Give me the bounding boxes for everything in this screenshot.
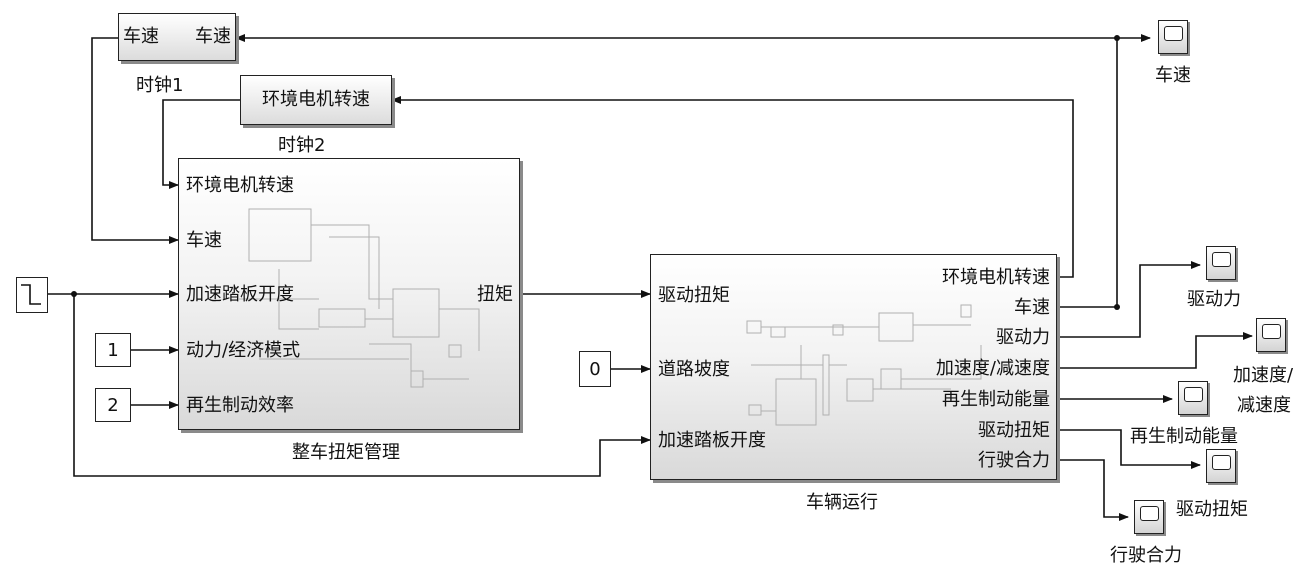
scope-speed[interactable] (1158, 20, 1188, 54)
port-torque-out: 扭矩 (477, 284, 513, 305)
scope-regen-label: 再生制动能量 (1130, 426, 1238, 447)
constant-efficiency-value: 2 (107, 394, 119, 416)
scope-resultant-force-label: 行驶合力 (1110, 545, 1182, 566)
port-drive-torque-in: 驱动扭矩 (658, 285, 730, 306)
port-accel-pedal: 加速踏板开度 (186, 284, 294, 305)
port-power-economy-mode: 动力/经济模式 (186, 340, 301, 361)
clock2-block[interactable]: 环境电机转速 (240, 75, 392, 125)
scope-drive-torque-label: 驱动扭矩 (1176, 499, 1248, 520)
torque-management-subsystem[interactable]: 环境电机转速 车速 加速踏板开度 动力/经济模式 再生制动效率 扭矩 (178, 158, 520, 430)
scope-accel-label-1: 加速度/ (1233, 365, 1294, 386)
clock2-label: 环境电机转速 (262, 89, 370, 110)
port-speed-out: 车速 (1014, 297, 1050, 318)
clock1-out-label: 车速 (195, 26, 231, 47)
constant-slope-value: 0 (589, 358, 601, 380)
torque-management-caption: 整车扭矩管理 (292, 442, 400, 463)
port-resultant-force-out: 行驶合力 (978, 450, 1050, 471)
scope-speed-label: 车速 (1155, 65, 1191, 86)
constant-mode-value: 1 (107, 339, 119, 361)
port-regen-energy-out: 再生制动能量 (942, 389, 1050, 410)
port-road-slope: 道路坡度 (658, 359, 730, 380)
port-accel-pedal-in: 加速踏板开度 (658, 430, 766, 451)
scope-accel[interactable] (1256, 318, 1286, 352)
port-env-motor-speed-out: 环境电机转速 (942, 267, 1050, 288)
clock1-block[interactable]: 车速 车速 (118, 13, 236, 61)
scope-icon (1164, 26, 1183, 41)
constant-mode[interactable]: 1 (95, 333, 131, 367)
scope-drive-force[interactable] (1206, 246, 1236, 280)
scope-resultant-force[interactable] (1134, 500, 1164, 534)
step-icon (21, 284, 41, 305)
clock1-in-label: 车速 (123, 26, 159, 47)
scope-drive-force-label: 驱动力 (1187, 289, 1241, 310)
scope-icon (1262, 324, 1281, 339)
port-accel-decel-out: 加速度/减速度 (935, 358, 1050, 379)
constant-efficiency[interactable]: 2 (95, 388, 131, 422)
scope-regen[interactable] (1178, 381, 1208, 415)
scope-icon (1212, 455, 1231, 470)
clock1-caption: 时钟1 (136, 75, 184, 96)
port-drive-torque-out: 驱动扭矩 (978, 420, 1050, 441)
scope-icon (1212, 252, 1231, 267)
clock2-caption: 时钟2 (278, 135, 326, 156)
port-drive-force-out: 驱动力 (996, 327, 1050, 348)
scope-accel-label-2: 减速度 (1237, 395, 1291, 416)
vehicle-subsystem-preview (746, 304, 982, 426)
scope-icon (1184, 387, 1203, 402)
scope-icon (1140, 506, 1159, 521)
vehicle-operation-subsystem[interactable]: 驱动扭矩 道路坡度 加速踏板开度 环境电机转速 车速 驱动力 加速度/减速度 再… (650, 254, 1057, 480)
port-vehicle-speed: 车速 (186, 230, 222, 251)
step-source-block[interactable] (16, 277, 48, 313)
port-env-motor-speed: 环境电机转速 (186, 175, 294, 196)
scope-drive-torque[interactable] (1206, 449, 1236, 483)
torque-subsystem-preview (239, 208, 480, 388)
constant-slope[interactable]: 0 (579, 351, 611, 387)
vehicle-operation-caption: 车辆运行 (806, 492, 878, 513)
port-regen-efficiency: 再生制动效率 (186, 395, 294, 416)
